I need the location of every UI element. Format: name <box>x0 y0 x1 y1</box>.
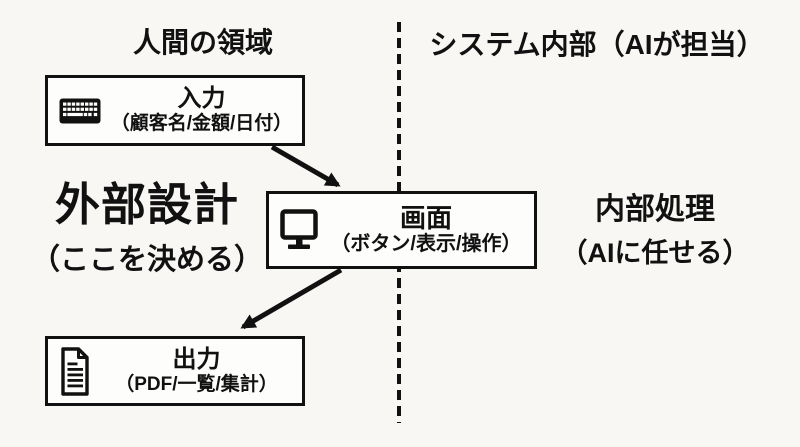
monitor-icon <box>280 209 318 251</box>
input-box-title: 入力 <box>177 85 226 113</box>
input-box-subtitle: （顧客名/金額/日付） <box>110 113 293 135</box>
output-box: 出力 （PDF/一覧/集計） <box>45 336 305 406</box>
internal-processing-title: 内部処理 <box>595 193 715 226</box>
screen-box-text: 画面 （ボタン/表示/操作） <box>318 204 534 256</box>
external-design-subtitle: （ここを決める） <box>30 244 264 276</box>
internal-processing-label: 内部処理 （AIに任せる） <box>561 193 750 270</box>
keyboard-icon <box>59 98 101 124</box>
output-box-title: 出力 <box>172 345 221 373</box>
external-design-label: 外部設計 （ここを決める） <box>31 182 263 278</box>
output-box-text: 出力 （PDF/一覧/集計） <box>91 345 302 395</box>
arrow-input-to-screen <box>270 144 341 188</box>
arrow-screen-to-output <box>240 267 343 330</box>
screen-box-subtitle: （ボタン/表示/操作） <box>330 233 522 256</box>
screen-box-title: 画面 <box>399 203 452 234</box>
human-domain-heading: 人間の領域 <box>132 27 274 58</box>
system-domain-heading: システム内部（AIが担当） <box>429 29 765 60</box>
internal-processing-subtitle: （AIに任せる） <box>560 238 750 268</box>
document-icon <box>59 346 91 397</box>
input-box-text: 入力 （顧客名/金額/日付） <box>101 85 302 135</box>
screen-box: 画面 （ボタン/表示/操作） <box>266 191 537 269</box>
output-box-subtitle: （PDF/一覧/集計） <box>115 373 278 395</box>
external-design-title: 外部設計 <box>54 179 240 230</box>
input-box: 入力 （顧客名/金額/日付） <box>45 75 305 146</box>
